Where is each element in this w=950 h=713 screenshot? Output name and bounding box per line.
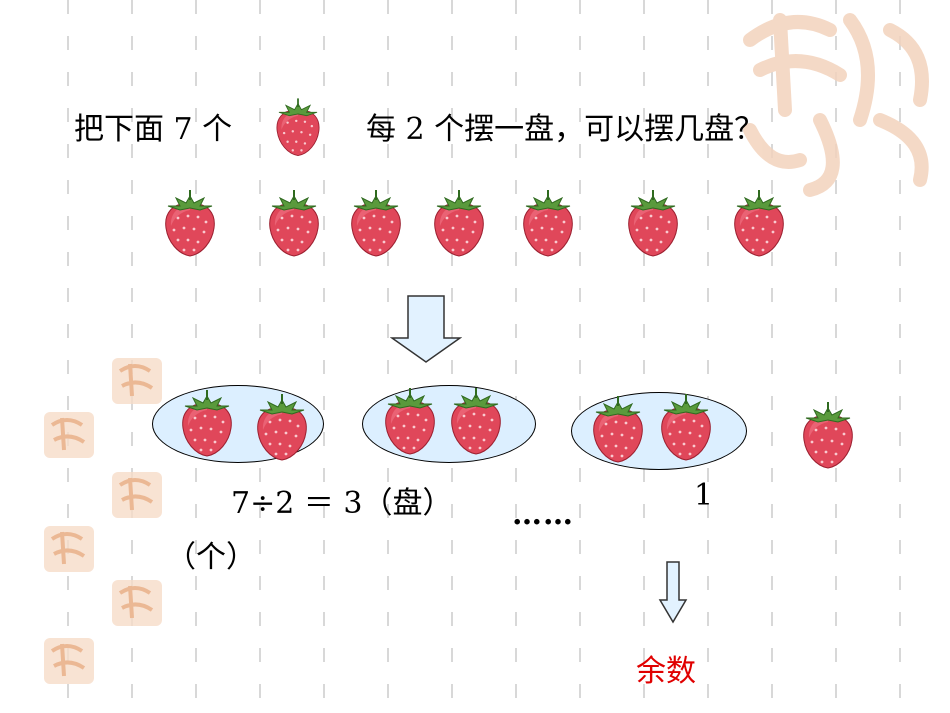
strawberry-icon [623,188,683,258]
strawberry-icon [160,188,220,258]
small-down-arrow-icon [658,561,688,624]
remainder-count: 1 [694,478,714,513]
strawberry-icon [656,392,716,462]
remainder-label: 余数 [636,654,696,689]
strawberry-icon [252,392,312,462]
question-text-part1: 把下面 7 个 [74,112,233,147]
strawberry-icon [380,386,440,456]
question-text-part2: 每 2 个摆一盘，可以摆几盘？ [366,112,765,147]
strawberry-icon [346,188,406,258]
strawberry-icon [264,188,324,258]
watermark-seal [112,472,162,518]
ellipsis: …… [512,497,574,532]
strawberry-icon [177,388,237,458]
watermark-seal [44,638,94,684]
strawberry-icon [798,400,858,470]
strawberry-icon [588,394,648,464]
division-equation: 7÷2 ＝ 3（盘） [231,486,453,521]
strawberry-icon [518,188,578,258]
strawberry-icon [446,386,506,456]
watermark-seal [112,580,162,626]
watermark-seal [112,358,162,404]
strawberry-icon [429,188,489,258]
watermark-seal-large [743,13,929,197]
watermark-seal [44,412,94,458]
down-arrow-icon [390,295,462,363]
watermark-seal [44,526,94,572]
unit-label: （个） [166,540,256,575]
strawberry-icon [272,96,324,158]
strawberry-icon [729,188,789,258]
